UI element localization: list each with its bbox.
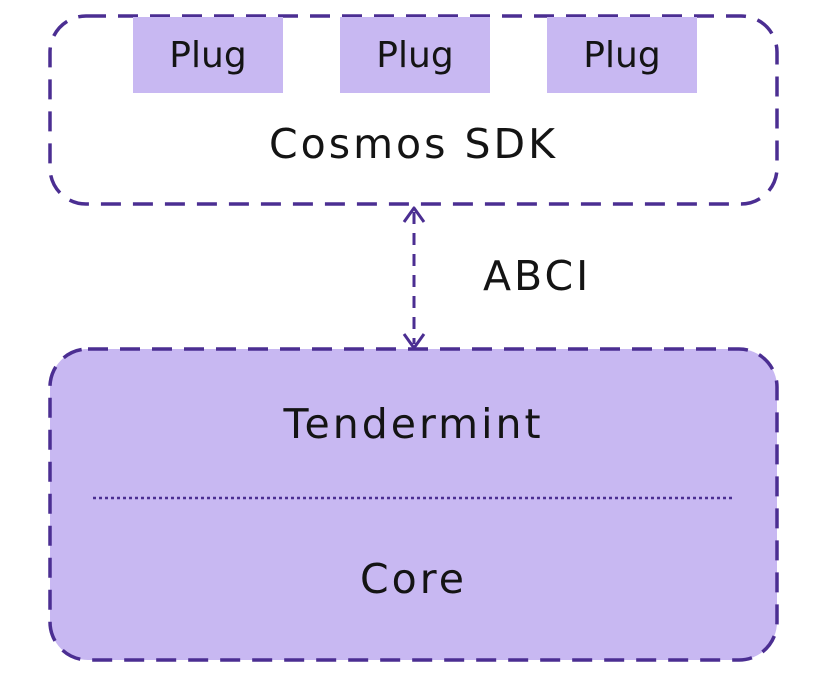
core-label: Core <box>360 555 467 603</box>
abci-label: ABCI <box>483 252 592 300</box>
tendermint-label: Tendermint <box>283 400 544 448</box>
arrowhead-down-icon <box>402 333 426 350</box>
tendermint-box <box>48 347 779 662</box>
cosmos-sdk-label: Cosmos SDK <box>269 120 558 168</box>
plug-module-2: Plug <box>340 17 490 93</box>
plug-module-3: Plug <box>547 17 697 93</box>
plug-module-1: Plug <box>133 17 283 93</box>
arrowhead-up-icon <box>402 206 426 223</box>
